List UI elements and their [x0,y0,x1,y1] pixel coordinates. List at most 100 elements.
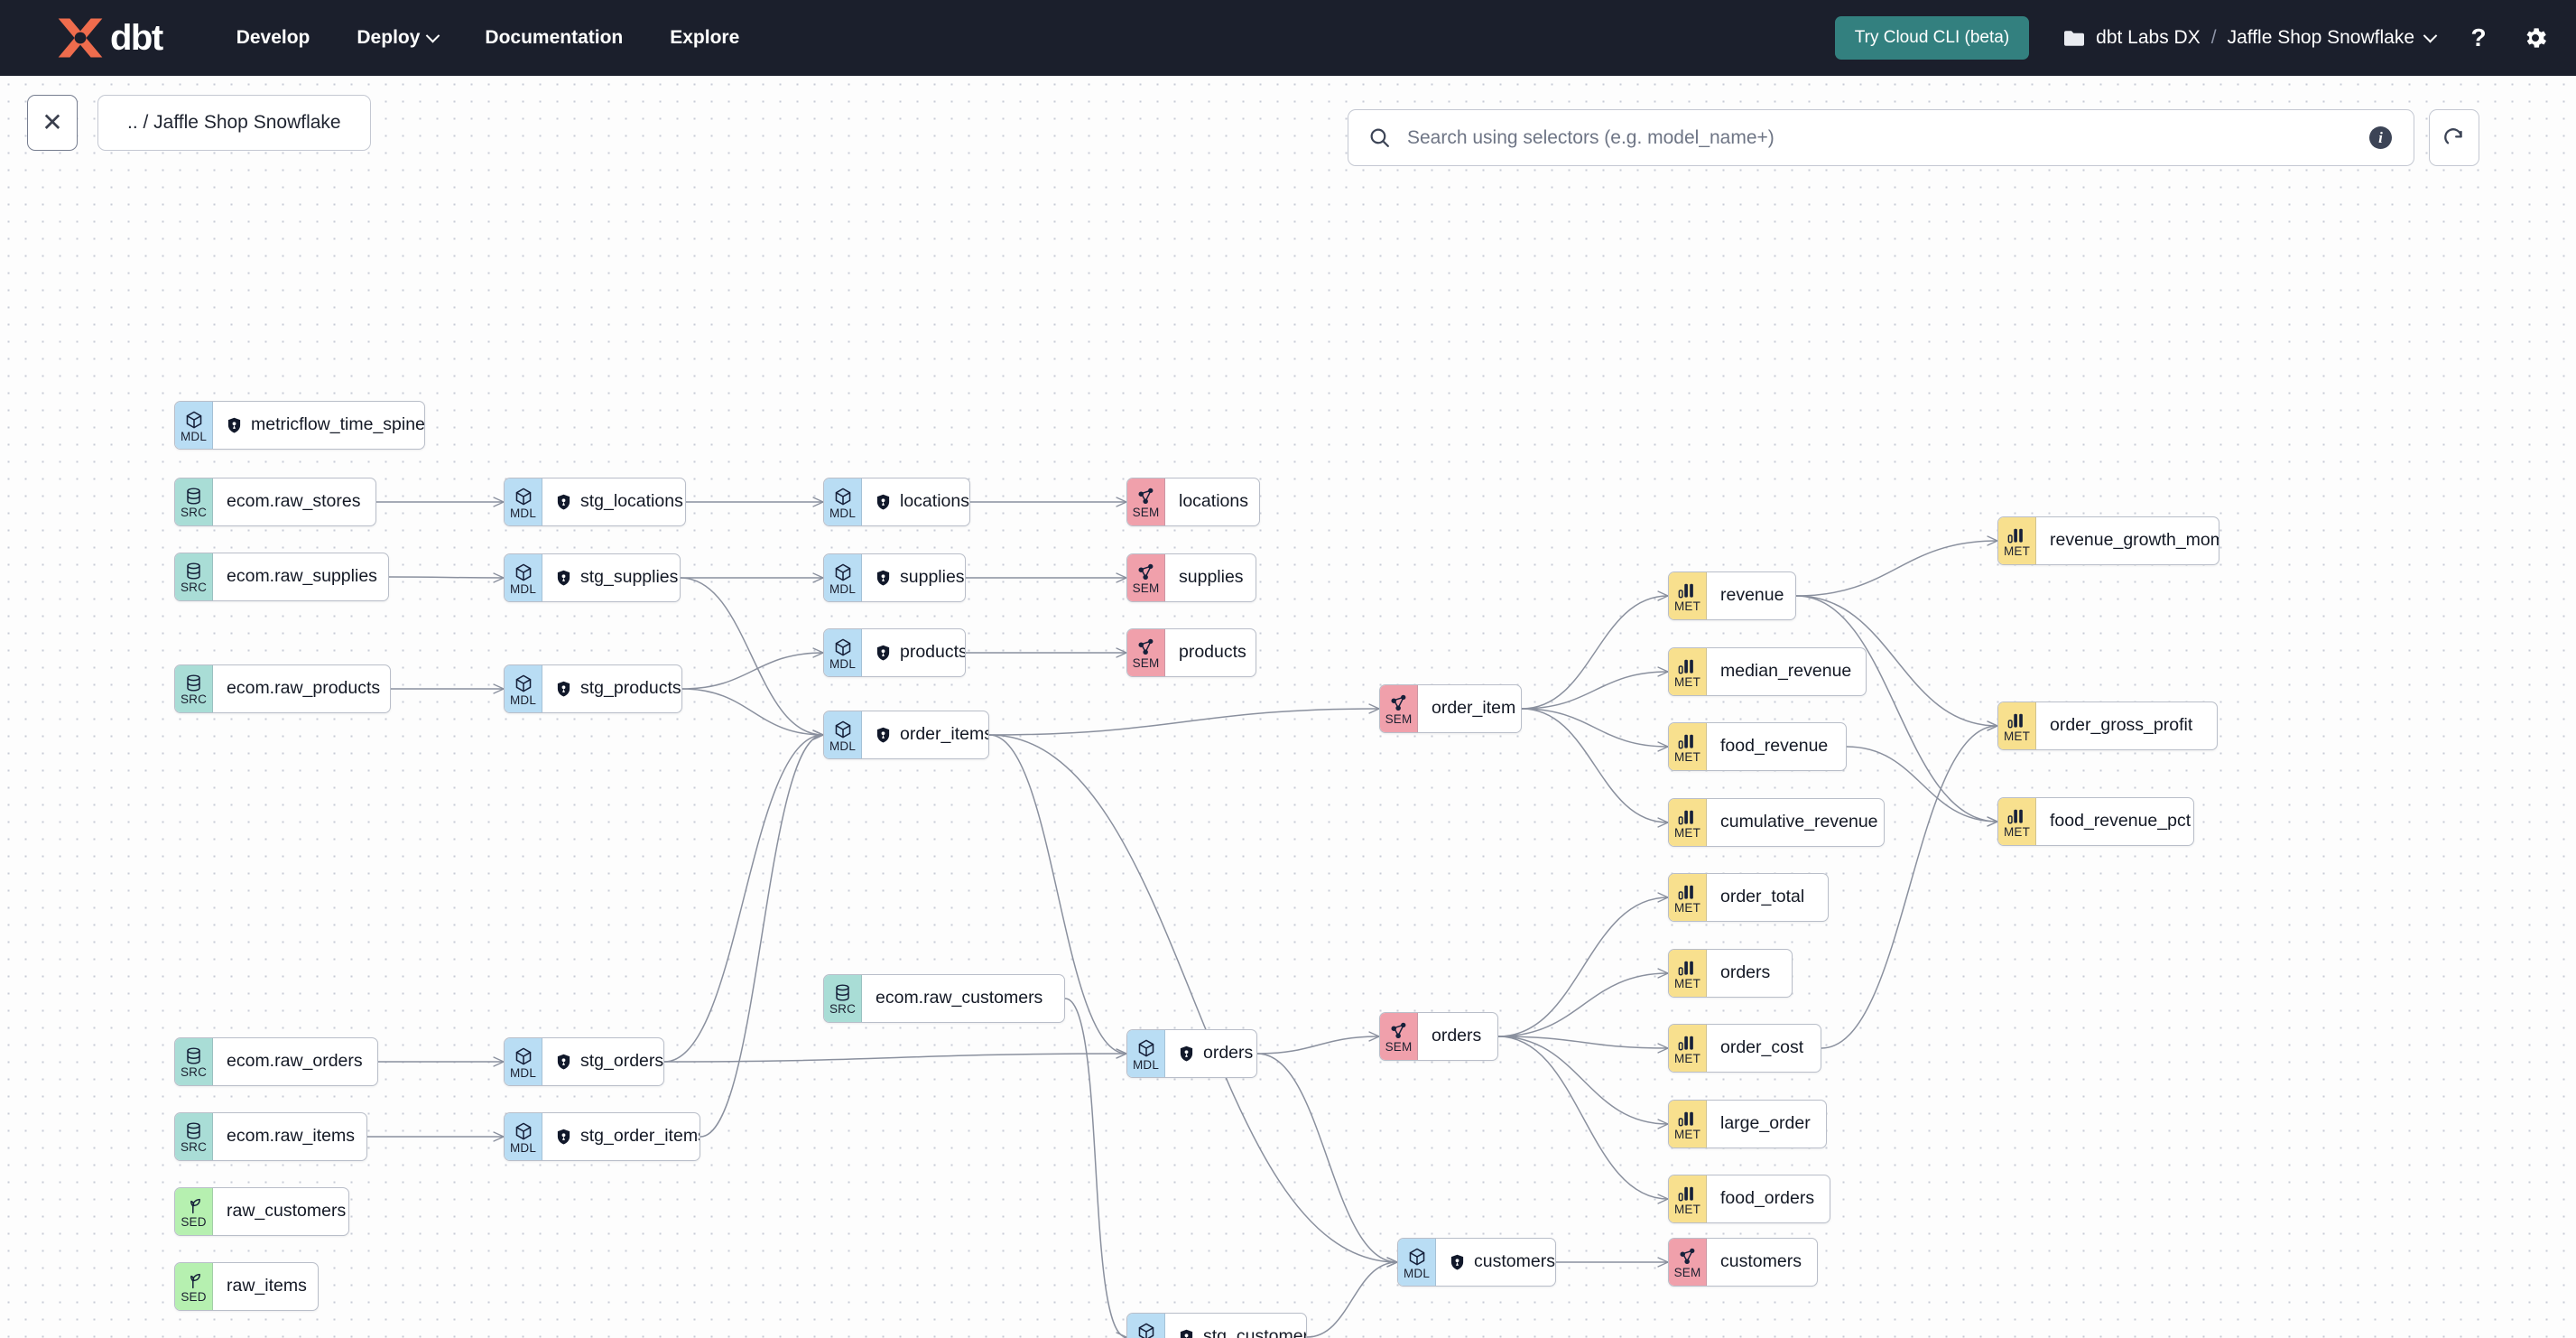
node-label: cumulative_revenue [1720,812,1878,832]
node-type-abbr: MDL [829,739,857,753]
node-type-abbr: MDL [509,506,537,520]
node-type-badge-metric: MET [1669,648,1707,695]
dbt-logo[interactable]: dbt [54,15,163,60]
bar-chart-icon [2007,807,2027,825]
try-cloud-cli-button[interactable]: Try Cloud CLI (beta) [1834,16,2030,60]
cube-icon [833,487,853,506]
node-label: stg_order_items [580,1126,700,1147]
nav-documentation[interactable]: Documentation [461,18,646,58]
nav-deploy-label: Deploy [357,27,421,48]
node-type-badge-model: MDL [505,1113,542,1160]
lineage-edge [1846,746,1998,822]
lineage-edge [388,576,505,579]
node-body: revenue [1707,572,1795,619]
lineage-edge [1821,725,1998,1049]
node-label: orders [1720,962,1771,983]
node-type-badge-model: MDL [505,554,542,601]
node-label: stg_customers [1203,1326,1307,1338]
nav-documentation-label: Documentation [485,27,624,48]
lineage-node-met_cumulative_revenue[interactable]: MET cumulative_revenue [1668,798,1885,847]
cube-icon [514,487,533,506]
search-box[interactable]: i [1348,109,2414,166]
node-body: ecom.raw_orders [213,1038,377,1085]
node-type-abbr: SEM [1132,506,1160,520]
nav-develop[interactable]: Develop [213,18,334,58]
node-type-badge-metric: MET [1669,799,1707,846]
node-label: supplies [900,567,965,588]
node-type-badge-model: MDL [505,479,542,525]
node-type-badge-model: MDL [1127,1030,1165,1077]
lineage-edge [663,1053,1127,1063]
node-label: metricflow_time_spine [251,414,425,435]
bar-chart-icon [1678,959,1698,977]
nav-right-cluster: Try Cloud CLI (beta) dbt Labs DX / Jaffl… [1834,16,2549,60]
nav-explore[interactable]: Explore [646,18,763,58]
database-icon [833,983,852,1002]
project-selector[interactable]: Jaffle Shop Snowflake [2228,27,2438,49]
node-body: customers [1707,1239,1817,1286]
node-type-abbr: MDL [509,692,537,707]
node-body: large_order [1707,1101,1826,1148]
semantic-graph-icon [1136,562,1155,581]
dbt-logo-text: dbt [110,18,163,58]
refresh-button[interactable] [2429,109,2479,166]
account-name[interactable]: dbt Labs DX [2096,27,2201,48]
breadcrumb[interactable]: .. / Jaffle Shop Snowflake [97,95,371,151]
search-icon [1370,128,1389,147]
gear-icon[interactable] [2522,24,2549,51]
lineage-node-stg_order_items[interactable]: MDL stg_order_items [504,1112,700,1161]
lineage-edge [1795,595,1998,727]
help-icon[interactable]: ? [2470,23,2487,51]
node-body: ecom.raw_customers [862,975,1064,1022]
refresh-icon [2444,127,2462,144]
close-lineage-button[interactable]: ✕ [27,95,78,151]
node-label: stg_orders [580,1051,664,1072]
search-info-icon[interactable]: i [2369,126,2392,149]
search-input[interactable] [1405,125,2355,150]
bar-chart-icon [1678,732,1698,750]
nav-deploy[interactable]: Deploy [333,18,461,58]
database-icon [184,1046,203,1065]
chevron-down-icon [426,28,440,42]
node-body: revenue_growth_mom [2036,517,2219,564]
node-label: large_order [1720,1113,1811,1134]
